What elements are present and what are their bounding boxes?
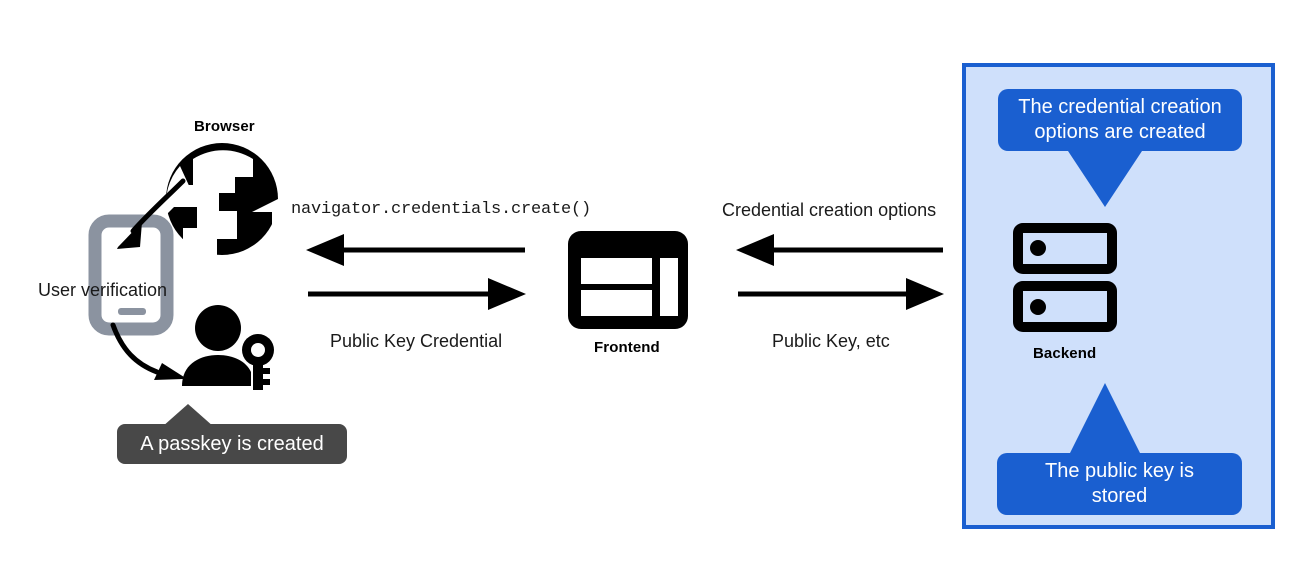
smartphone-icon [88,214,174,336]
browser-label: Browser [194,118,255,135]
arrow-right-bottom [738,278,944,310]
arrow-left-bottom [308,278,526,310]
public-key-credential-label: Public Key Credential [330,331,503,351]
callout-bottom-tail [1070,383,1140,453]
public-key-etc-label: Public Key, etc [772,331,890,351]
backend-label: Backend [1033,345,1097,362]
navigator-create-label: navigator.credentials.create() [291,200,592,219]
arrow-phone-to-user [110,322,184,380]
frontend-label: Frontend [594,339,660,356]
callout-bottom-line-1: The public key is [1045,460,1194,482]
callout-top-tail [1068,151,1142,207]
callout-top-line-2: options are created [1034,121,1206,143]
dashboard-layout-icon [568,231,688,329]
arrow-left-top [306,234,525,266]
callout-public-key-stored: The public key is stored [997,453,1242,515]
server-rack-icon [1013,223,1117,332]
globe-icon [165,143,280,265]
user-verification-label: User verification [38,280,168,300]
callout-credential-options: The credential creation options are crea… [998,89,1242,151]
passkey-tooltip: A passkey is created [117,424,347,464]
arrow-right-top [736,234,943,266]
arrow-browser-to-phone [117,178,186,249]
callout-top-line-1: The credential creation [1018,96,1222,118]
credential-creation-options-label: Credential creation options [722,200,937,220]
person-with-key-icon [182,305,274,390]
passkey-tooltip-tail [162,404,214,427]
callout-bottom-line-2: stored [1091,485,1148,507]
